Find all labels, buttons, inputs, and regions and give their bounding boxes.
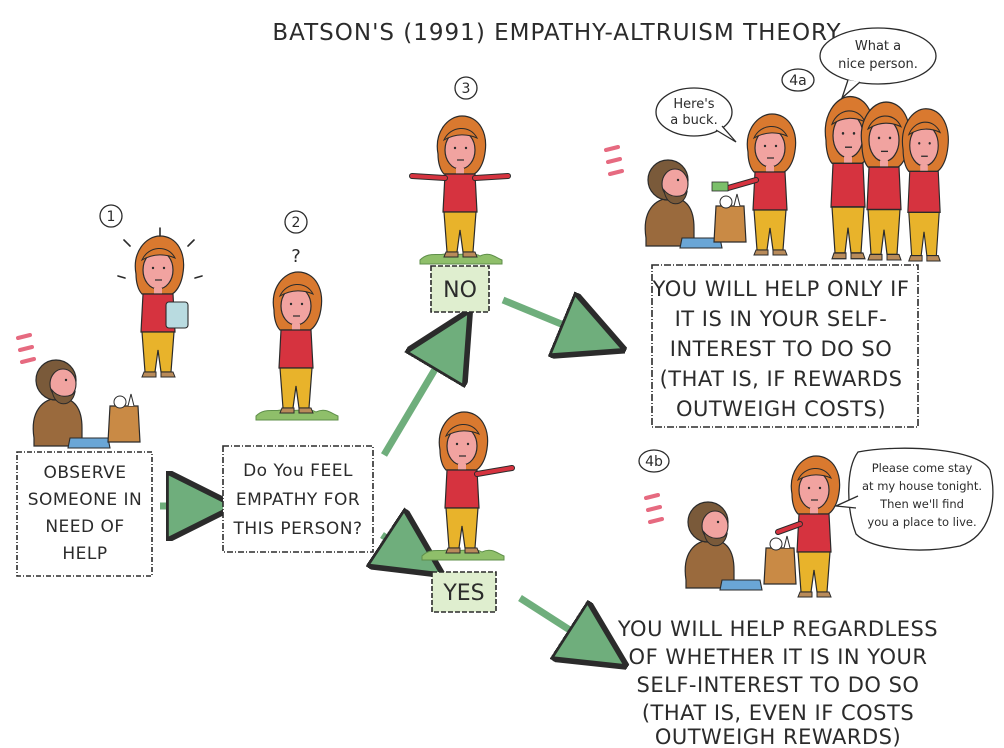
step-4b-woman-inviting xyxy=(775,455,841,598)
step-4b-line-3: SELF-INTEREST TO DO SO xyxy=(637,673,920,697)
step-2-line-1: Do You FEEL xyxy=(243,461,353,481)
step-3-number-badge: 3 xyxy=(454,76,478,100)
step-4a-streaks xyxy=(604,145,624,176)
step-2-line-3: THIS PERSON? xyxy=(232,519,362,539)
svg-text:nice person.: nice person. xyxy=(838,57,918,72)
svg-text:2: 2 xyxy=(292,215,301,231)
step-4b-illustration: 4b Please come stay at my house tonight.… xyxy=(638,447,994,598)
step-1-homeless-man xyxy=(32,359,111,449)
step-4a-grocery-bag xyxy=(713,193,747,243)
step-1-line-3: NEED OF xyxy=(45,517,124,537)
svg-text:YES: YES xyxy=(442,581,484,606)
step-4a-bystanders xyxy=(824,95,949,262)
step-4a-woman-giving xyxy=(711,113,797,256)
arrow-yes-to-4b xyxy=(518,595,604,652)
svg-text:Please come stay: Please come stay xyxy=(872,461,973,475)
step-4a-line-4: (THAT IS, IF REWARDS xyxy=(660,367,903,391)
step-4b-text: YOU WILL HELP REGARDLESS OF WHETHER IT I… xyxy=(617,617,938,748)
step-4a-crowd-speech-bubble: What a nice person. xyxy=(819,27,937,101)
svg-text:4b: 4b xyxy=(645,454,663,470)
step-4a-box: YOU WILL HELP ONLY IF IT IS IN YOUR SELF… xyxy=(651,264,919,428)
step-4b-streaks xyxy=(644,493,664,524)
svg-text:NO: NO xyxy=(443,278,477,303)
step-4b-line-4: (THAT IS, EVEN IF COSTS xyxy=(642,701,914,725)
step-2-grass xyxy=(255,407,339,421)
step-4a-number-badge: 4a xyxy=(781,68,815,92)
step-1-number-badge: 1 xyxy=(99,204,123,228)
step-2-box: Do You FEEL EMPATHY FOR THIS PERSON? xyxy=(222,445,374,553)
answer-yes-box: YES xyxy=(431,571,497,613)
step-2-line-2: EMPATHY FOR xyxy=(236,490,360,510)
step-2-question-mark: ? xyxy=(291,246,301,267)
step-4b-number-badge: 4b xyxy=(638,449,670,473)
svg-text:Here's: Here's xyxy=(673,97,714,112)
svg-text:1: 1 xyxy=(107,209,116,225)
step-4a-giver-speech-bubble: Here's a buck. xyxy=(655,87,737,143)
step-4a-homeless-man xyxy=(644,159,723,249)
step-4a-line-3: INTEREST TO DO SO xyxy=(670,337,892,361)
svg-text:4a: 4a xyxy=(789,73,807,89)
title: BATSON'S (1991) EMPATHY-ALTRUISM THEORY xyxy=(272,20,841,46)
svg-text:at my house tonight.: at my house tonight. xyxy=(862,479,982,493)
answer-no-box: NO xyxy=(430,265,490,313)
step-1-line-2: SOMEONE IN xyxy=(28,490,143,510)
svg-text:Then we'll find: Then we'll find xyxy=(879,497,964,511)
svg-text:you a place to live.: you a place to live. xyxy=(867,515,976,529)
step-4a-line-1: YOU WILL HELP ONLY IF xyxy=(652,277,910,301)
arrow-no-to-4a xyxy=(501,300,600,340)
step-2-illustration: 2 ? xyxy=(255,210,339,421)
step-1-line-4: HELP xyxy=(62,544,107,564)
step-4b-line-1: YOU WILL HELP REGARDLESS xyxy=(617,617,938,641)
svg-text:What a: What a xyxy=(855,39,901,54)
arrow-step2-to-yes xyxy=(382,535,420,560)
svg-text:3: 3 xyxy=(462,81,471,97)
step-3-yes-illustration xyxy=(421,411,515,561)
step-4b-homeless-man xyxy=(684,501,763,591)
step-4a-illustration: 4a Here's a buck. What a nice person. xyxy=(604,27,949,262)
step-1-box: OBSERVE SOMEONE IN NEED OF HELP xyxy=(16,451,153,577)
step-1-line-1: OBSERVE xyxy=(43,463,126,483)
arrow-step2-to-no xyxy=(380,334,456,457)
svg-text:a buck.: a buck. xyxy=(670,113,717,128)
step-2-number-badge: 2 xyxy=(284,210,308,234)
step-4b-line-2: OF WHETHER IT IS IN YOUR xyxy=(629,645,928,669)
step-4b-line-5: OUTWEIGH REWARDS) xyxy=(655,725,901,748)
step-4b-grocery-bag xyxy=(763,535,797,585)
step-3-no-illustration xyxy=(409,115,511,265)
step-4a-line-5: OUTWEIGH COSTS) xyxy=(676,397,886,421)
step-2-woman-pondering xyxy=(272,271,323,414)
step-1-alarm-lines xyxy=(117,227,203,279)
step-1-illustration: 1 xyxy=(16,204,203,449)
step-1-streaks xyxy=(16,333,36,364)
step-1-woman-walking xyxy=(134,235,189,378)
step-1-grocery-bag xyxy=(107,393,141,443)
step-4b-speech-bubble: Please come stay at my house tonight. Th… xyxy=(833,447,994,551)
step-4a-line-2: IT IS IN YOUR SELF- xyxy=(675,307,888,331)
